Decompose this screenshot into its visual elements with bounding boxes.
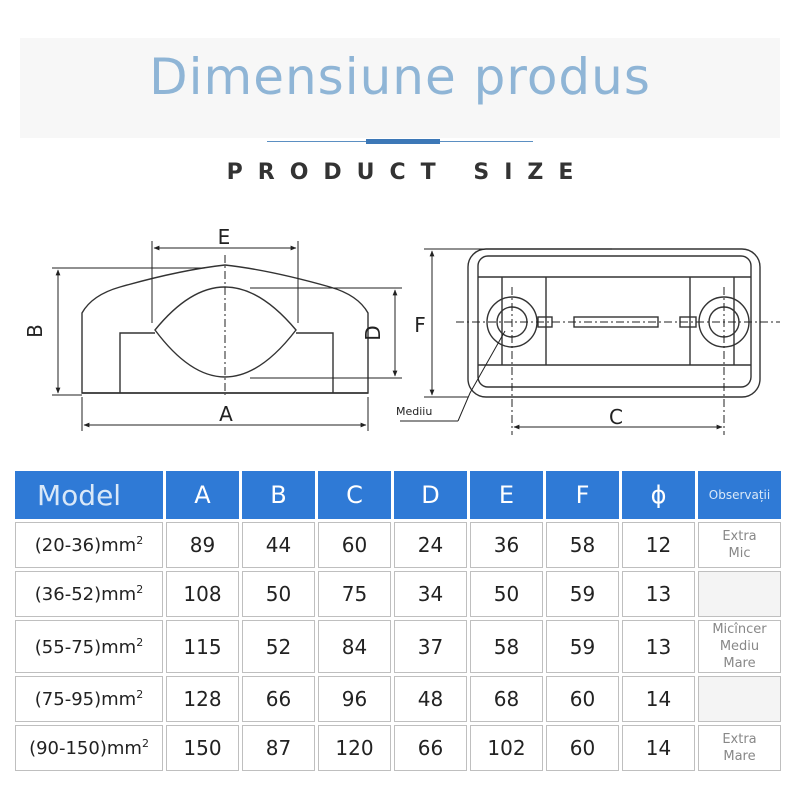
cell-model: (55-75)mm2 [15,620,163,673]
page-title: Dimensiune produs [149,48,651,106]
table-row: (36-52)mm2 108 50 75 34 50 59 13 [15,571,781,617]
cell-a: 128 [166,676,239,722]
technical-drawing: E B D A F C Mediiu [23,225,780,435]
cell-f: 60 [546,676,619,722]
cell-model: (36-52)mm2 [15,571,163,617]
cell-a: 89 [166,522,239,568]
header-e: E [470,471,543,519]
front-view [81,264,369,394]
header-b: B [242,471,315,519]
cell-a: 150 [166,725,239,771]
cell-phi: 14 [622,725,695,771]
cell-c: 60 [318,522,391,568]
cell-f: 60 [546,725,619,771]
header-observatii: Observații [698,471,781,519]
cell-b: 87 [242,725,315,771]
cell-a: 108 [166,571,239,617]
cell-b: 66 [242,676,315,722]
dim-label-d: D [361,325,385,340]
cell-observatii [698,571,781,617]
cell-c: 120 [318,725,391,771]
cell-phi: 13 [622,571,695,617]
table-row: (55-75)mm2 115 52 84 37 58 59 13 Micînce… [15,620,781,673]
dim-label-b: B [23,324,47,338]
cell-d: 34 [394,571,467,617]
header-phi: ϕ [622,471,695,519]
header-d: D [394,471,467,519]
cell-e: 102 [470,725,543,771]
cell-d: 48 [394,676,467,722]
table-row: (75-95)mm2 128 66 96 48 68 60 14 [15,676,781,722]
cell-observatii [698,676,781,722]
cell-b: 44 [242,522,315,568]
cell-b: 50 [242,571,315,617]
callout-mediiu: Mediiu [396,405,432,418]
table-row: (90-150)mm2 150 87 120 66 102 60 14 Extr… [15,725,781,771]
dim-label-a: A [219,402,233,426]
header-f: F [546,471,619,519]
cell-d: 37 [394,620,467,673]
cell-e: 58 [470,620,543,673]
header-a: A [166,471,239,519]
title-band [20,38,780,138]
cell-e: 36 [470,522,543,568]
header-c: C [318,471,391,519]
spec-table: Model A B C D E F ϕ Observații (20-36)mm… [12,468,784,774]
cell-f: 59 [546,571,619,617]
title-divider-accent [366,139,440,144]
cell-phi: 14 [622,676,695,722]
front-view-dims [52,241,402,431]
cell-model: (90-150)mm2 [15,725,163,771]
header-model: Model [15,471,163,519]
cell-e: 68 [470,676,543,722]
dim-label-e: E [218,225,231,249]
cell-d: 24 [394,522,467,568]
cell-model: (75-95)mm2 [15,676,163,722]
cell-b: 52 [242,620,315,673]
table-header-row: Model A B C D E F ϕ Observații [15,471,781,519]
cell-f: 59 [546,620,619,673]
cell-phi: 13 [622,620,695,673]
cell-c: 84 [318,620,391,673]
cell-c: 96 [318,676,391,722]
cell-model: (20-36)mm2 [15,522,163,568]
dim-label-f: F [414,313,426,337]
cell-d: 66 [394,725,467,771]
cell-c: 75 [318,571,391,617]
cell-f: 58 [546,522,619,568]
dim-label-c: C [609,405,623,429]
cell-a: 115 [166,620,239,673]
page-subtitle: PRODUCT SIZE [226,160,589,185]
cell-phi: 12 [622,522,695,568]
top-view-dims [400,248,780,435]
cell-e: 50 [470,571,543,617]
